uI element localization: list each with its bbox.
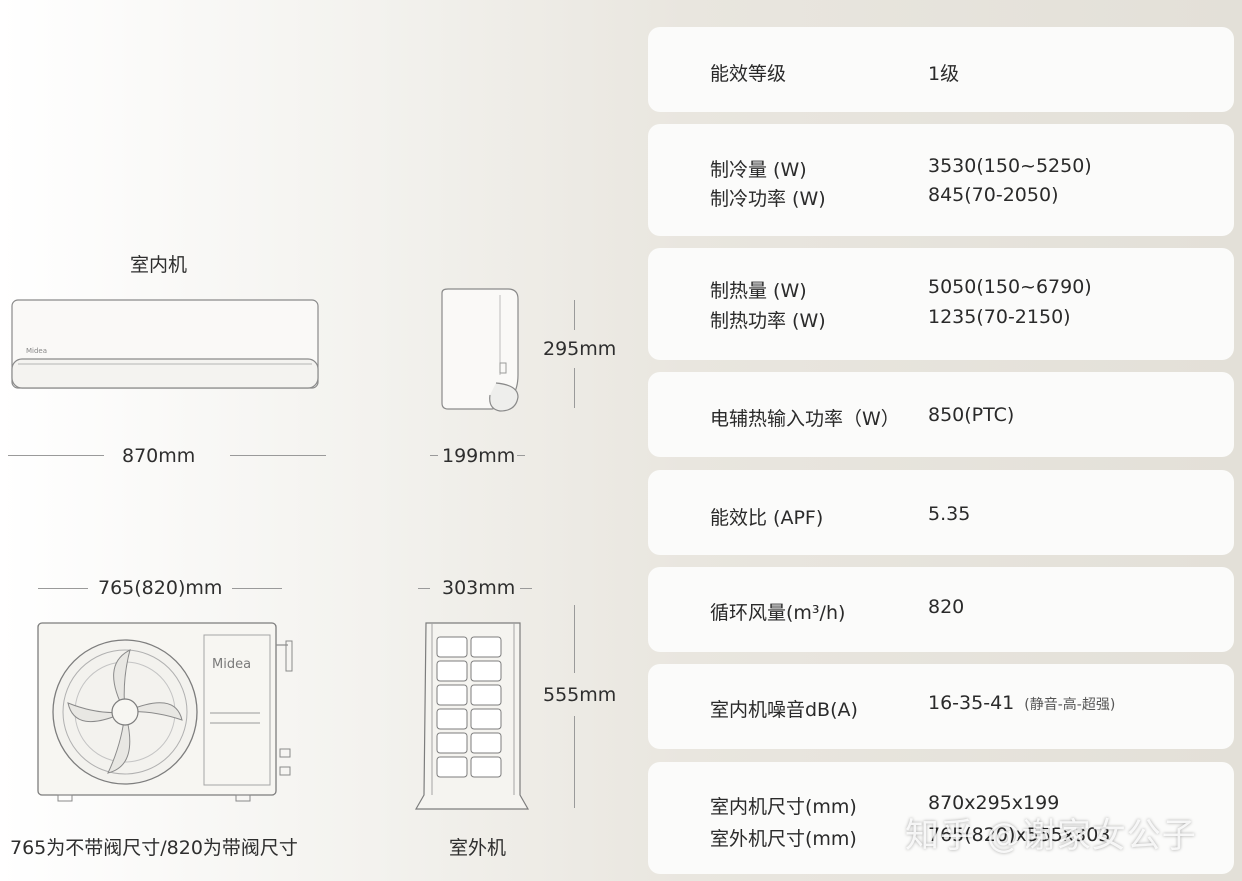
spec-key: 室外机尺寸(mm) bbox=[710, 828, 857, 850]
outdoor-unit-front-drawing: Midea bbox=[37, 622, 293, 802]
outdoor-unit-title: 室外机 bbox=[449, 837, 507, 859]
indoor-unit-side-drawing bbox=[441, 288, 519, 412]
spec-value: 765(820)x555x303 bbox=[928, 824, 1111, 846]
spec-value: 845(70-2050) bbox=[928, 184, 1059, 206]
indoor-unit-front-drawing: Midea bbox=[11, 299, 319, 389]
spec-card-heating: 制热量 (W) 5050(150~6790) 制热功率 (W) 1235(70-… bbox=[648, 248, 1234, 360]
spec-value: 1级 bbox=[928, 63, 960, 85]
spec-value: 3530(150~5250) bbox=[928, 155, 1092, 177]
spec-key: 能效等级 bbox=[710, 63, 787, 85]
outdoor-depth-dimline-right bbox=[520, 588, 532, 589]
outdoor-width-dimline-right bbox=[232, 588, 282, 589]
spec-value: 5050(150~6790) bbox=[928, 276, 1092, 298]
spec-card-cooling: 制冷量 (W) 3530(150~5250) 制冷功率 (W) 845(70-2… bbox=[648, 124, 1234, 236]
indoor-width-dimline-left bbox=[8, 455, 104, 456]
spec-card-airflow: 循环风量(m³/h) 820 bbox=[648, 567, 1234, 652]
spec-card-aux-heat: 电辅热输入功率（W） 850(PTC) bbox=[648, 372, 1234, 457]
spec-key: 室内机噪音dB(A) bbox=[710, 699, 858, 721]
indoor-height-dimline-bottom bbox=[574, 368, 575, 408]
spec-key: 电辅热输入功率（W） bbox=[710, 408, 900, 430]
indoor-unit-title: 室内机 bbox=[130, 254, 188, 276]
spec-card-noise: 室内机噪音dB(A) 16-35-41 (静音-高-超强) bbox=[648, 664, 1234, 749]
noise-mode-note: (静音-高-超强) bbox=[1024, 697, 1116, 713]
spec-card-apf: 能效比 (APF) 5.35 bbox=[648, 470, 1234, 555]
spec-card-dimensions: 室内机尺寸(mm) 870x295x199 室外机尺寸(mm) 765(820)… bbox=[648, 762, 1234, 874]
spec-key: 循环风量(m³/h) bbox=[710, 602, 846, 624]
indoor-height-label: 295mm bbox=[543, 338, 617, 360]
spec-key: 制冷功率 (W) bbox=[710, 188, 826, 210]
spec-key: 制热功率 (W) bbox=[710, 310, 826, 332]
outdoor-depth-label: 303mm bbox=[442, 577, 516, 599]
outdoor-height-dimline-bottom bbox=[574, 716, 575, 808]
spec-card-efficiency-grade: 能效等级 1级 bbox=[648, 27, 1234, 112]
zhihu-watermark: 知乎 @谢家女公子 bbox=[905, 816, 1197, 856]
spec-key: 制热量 (W) bbox=[710, 280, 807, 302]
indoor-width-dimline-right bbox=[230, 455, 326, 456]
outdoor-height-dimline-top bbox=[574, 605, 575, 673]
indoor-width-label: 870mm bbox=[122, 445, 196, 467]
outdoor-size-note: 765为不带阀尺寸/820为带阀尺寸 bbox=[10, 837, 298, 859]
spec-value: 820 bbox=[928, 596, 965, 618]
spec-value: 870x295x199 bbox=[928, 792, 1060, 814]
indoor-height-dimline-top bbox=[574, 300, 575, 330]
noise-values: 16-35-41 bbox=[928, 692, 1015, 714]
outdoor-width-dimline-left bbox=[38, 588, 88, 589]
spec-value: 16-35-41 (静音-高-超强) bbox=[928, 692, 1115, 714]
spec-value: 1235(70-2150) bbox=[928, 306, 1071, 328]
spec-value: 5.35 bbox=[928, 503, 971, 525]
indoor-depth-dimline-left bbox=[430, 455, 438, 456]
indoor-depth-dimline-right bbox=[517, 455, 525, 456]
spec-key: 室内机尺寸(mm) bbox=[710, 796, 857, 818]
spec-key: 能效比 (APF) bbox=[710, 507, 824, 529]
outdoor-depth-dimline-left bbox=[418, 588, 430, 589]
outdoor-width-label: 765(820)mm bbox=[98, 577, 223, 599]
indoor-brand-logo: Midea bbox=[26, 347, 47, 355]
outdoor-brand-logo: Midea bbox=[212, 657, 251, 672]
spec-value: 850(PTC) bbox=[928, 404, 1015, 426]
outdoor-height-label: 555mm bbox=[543, 684, 617, 706]
spec-key: 制冷量 (W) bbox=[710, 159, 807, 181]
indoor-depth-label: 199mm bbox=[442, 445, 516, 467]
outdoor-unit-side-drawing bbox=[414, 622, 530, 810]
